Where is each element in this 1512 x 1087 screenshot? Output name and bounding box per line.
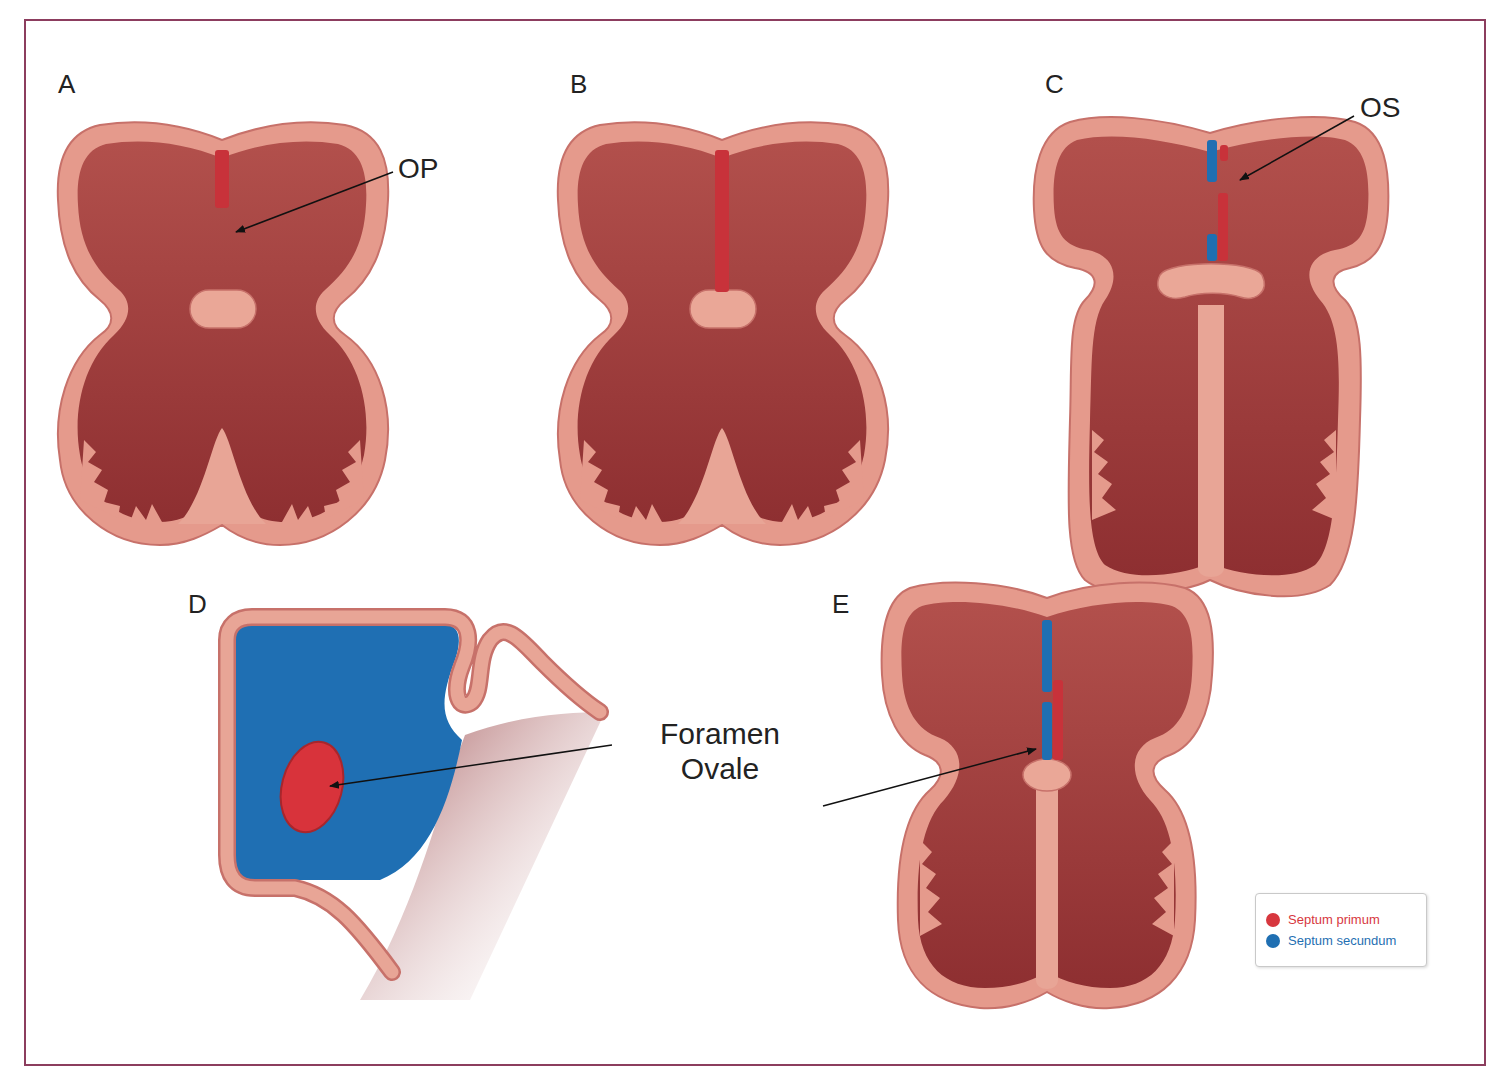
panel-letter: E xyxy=(832,590,849,620)
panel-letter: A xyxy=(58,70,75,100)
structure-label: OS xyxy=(1360,92,1400,124)
legend-row: Septum secundum xyxy=(1266,933,1416,948)
panel-letter: B xyxy=(570,70,587,100)
structure-label: Foramen Ovale xyxy=(652,717,788,786)
legend-swatch xyxy=(1266,913,1280,927)
legend-row: Septum primum xyxy=(1266,912,1416,927)
legend-box: Septum primumSeptum secundum xyxy=(1255,893,1427,967)
panel-letter: C xyxy=(1045,70,1064,100)
structure-label: OP xyxy=(398,153,438,185)
panel-letter: D xyxy=(188,590,207,620)
legend-text: Septum primum xyxy=(1288,912,1380,927)
legend-swatch xyxy=(1266,934,1280,948)
legend-text: Septum secundum xyxy=(1288,933,1396,948)
